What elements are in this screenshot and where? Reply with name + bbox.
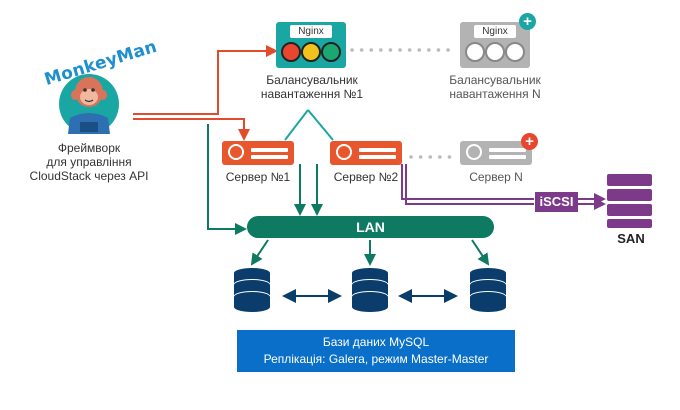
link-server2-san-b	[405, 164, 534, 205]
server1-label: Сервер №1	[225, 170, 291, 184]
lan-bus: LAN	[247, 216, 494, 238]
light-icon	[505, 42, 525, 62]
server-disc-icon	[336, 144, 352, 160]
iscsi-badge: iSCSI	[535, 192, 578, 212]
server-disc-icon	[228, 144, 244, 160]
add-balancer-plus-icon[interactable]: +	[519, 13, 536, 30]
balancer1-label-line2: навантаження №1	[260, 87, 364, 101]
light-icon	[485, 42, 505, 62]
traffic-lights	[465, 42, 525, 62]
yellow-light-icon	[301, 42, 321, 62]
link-monkeyman-server1	[133, 118, 250, 141]
red-light-icon	[281, 42, 301, 62]
balancer1-label: Балансувальник навантаження №1	[237, 73, 387, 101]
add-server-plus-icon[interactable]: +	[521, 133, 538, 150]
server-icon[interactable]	[330, 141, 402, 165]
link-monkeyman-balancer	[133, 45, 278, 115]
server-icon[interactable]	[222, 141, 294, 165]
server-icon[interactable]	[460, 141, 532, 165]
monkeyman-caption-line3: CloudStack через API	[29, 169, 149, 183]
monkeyman-avatar	[59, 74, 119, 134]
nginx-tag: Nginx	[474, 25, 516, 38]
san-storage-icon	[607, 174, 652, 228]
light-icon	[465, 42, 485, 62]
server-disc-icon	[466, 144, 482, 160]
mysql-panel-line1: Бази даних MySQL	[322, 335, 430, 349]
database-icon	[234, 268, 270, 312]
link-balancer-server2	[307, 109, 334, 141]
mysql-panel-line2: Реплікація: Galera, режим Master-Master	[263, 352, 489, 366]
link-balancer-server1	[284, 109, 309, 141]
mysql-panel: Бази даних MySQL Реплікація: Galera, реж…	[237, 330, 515, 372]
link-lan-db3	[471, 239, 490, 266]
link-monkeyman-lan	[207, 124, 247, 235]
database-icon	[470, 268, 506, 312]
nginx-balancer-1[interactable]: Nginx	[276, 22, 346, 68]
green-light-icon	[321, 42, 341, 62]
monkeyman-caption-line1: Фреймворк	[57, 141, 121, 155]
monkeyman-caption-line2: для управління	[46, 155, 132, 169]
nginx-balancer-n[interactable]: Nginx	[460, 22, 530, 68]
traffic-lights	[281, 42, 341, 62]
link-lan-db1	[250, 239, 269, 266]
balancerN-label-line1: Балансувальник	[449, 73, 541, 87]
san-label: SAN	[617, 231, 645, 246]
serverN-label: Сервер N	[469, 170, 523, 184]
nginx-tag: Nginx	[290, 25, 332, 38]
server2-label: Сервер №2	[333, 170, 399, 184]
link-server2-san	[401, 164, 534, 200]
database-icon	[352, 268, 388, 312]
monkeyman-caption: Фреймворк для управління CloudStack чере…	[10, 141, 168, 183]
balancer1-label-line1: Балансувальник	[266, 73, 358, 87]
balancerN-label: Балансувальник навантаження N	[420, 73, 570, 101]
balancerN-label-line2: навантаження N	[449, 87, 541, 101]
